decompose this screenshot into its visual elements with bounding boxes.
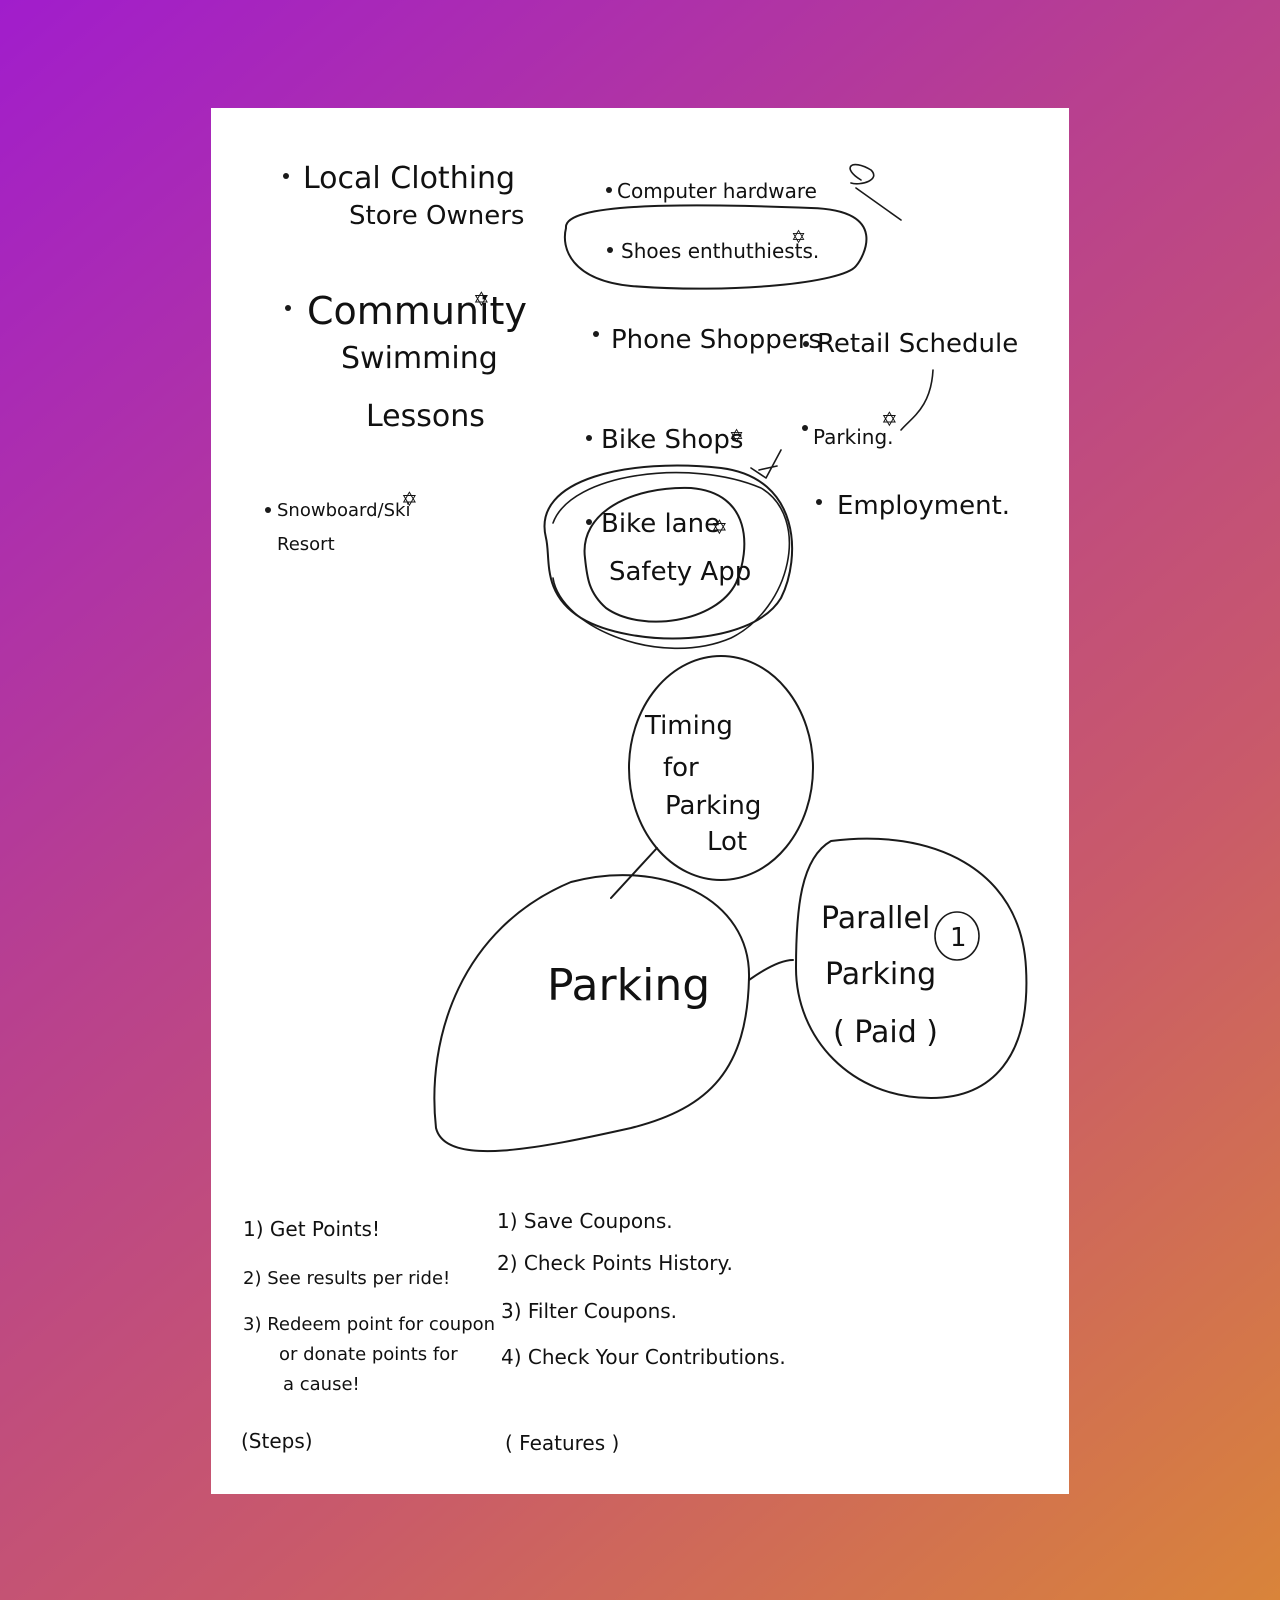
squiggle-mark-icon	[849, 163, 902, 221]
timing-node-circle	[628, 655, 814, 881]
bullet-dot	[265, 507, 271, 513]
idea-snowboard-line2: Resort	[277, 534, 335, 555]
idea-community-line2: Swimming	[341, 341, 498, 376]
whiteboard-sheet: Local Clothing Store Owners Community Sw…	[211, 108, 1069, 1494]
bullet-dot	[816, 499, 822, 505]
arrow-connector	[900, 369, 934, 431]
feature-item-2: 2) Check Points History.	[497, 1251, 733, 1275]
parking-center-node	[433, 874, 751, 1153]
star-mark-icon: ✡	[473, 287, 490, 311]
node-parallel-line1: Parallel	[821, 901, 930, 936]
idea-shoes: Shoes enthuthiests.	[621, 239, 819, 263]
idea-community-line3: Lessons	[366, 399, 485, 434]
priority-badge-number: 1	[950, 923, 967, 953]
link-parking-to-parallel	[748, 959, 794, 981]
step-item-3: 3) Redeem point for coupon	[243, 1314, 495, 1335]
node-timing-line1: Timing	[644, 711, 733, 741]
idea-parking: Parking.	[813, 425, 894, 449]
idea-local-clothing-line2: Store Owners	[349, 201, 524, 231]
bullet-dot	[586, 519, 592, 525]
bullet-dot	[607, 247, 613, 253]
idea-snowboard-line1: Snowboard/Ski	[277, 500, 410, 521]
node-timing-line2: for	[663, 753, 699, 783]
bike-lane-outer-circle	[543, 464, 794, 640]
bullet-dot	[803, 341, 809, 347]
bullet-dot	[586, 435, 592, 441]
idea-employment: Employment.	[837, 491, 1010, 521]
feature-item-3: 3) Filter Coupons.	[501, 1299, 677, 1323]
bullet-dot	[593, 331, 599, 337]
node-parking-center: Parking	[547, 960, 710, 1011]
idea-bike-lane-line2: Safety App	[609, 557, 751, 587]
steps-caption: (Steps)	[241, 1429, 313, 1453]
bullet-dot	[285, 305, 291, 311]
bullet-dot	[802, 425, 808, 431]
step-item-2: 2) See results per ride!	[243, 1268, 450, 1289]
bullet-dot	[283, 173, 289, 179]
star-mark-icon: ✡	[881, 407, 898, 431]
star-mark-icon: ✡	[729, 426, 744, 447]
idea-community-line1: Community	[307, 289, 527, 333]
parallel-node-circle	[795, 837, 1028, 1099]
star-mark-icon: ✡	[711, 515, 728, 539]
node-parallel-line3: ( Paid )	[833, 1015, 938, 1050]
bike-lane-inner-circle	[583, 486, 746, 623]
node-timing-line4: Lot	[707, 827, 747, 857]
bullet-dot	[606, 187, 612, 193]
check-mark-icon	[750, 449, 782, 479]
feature-item-1: 1) Save Coupons.	[497, 1209, 673, 1233]
idea-retail-schedule: Retail Schedule	[817, 329, 1018, 359]
idea-phone-shoppers: Phone Shoppers	[611, 325, 822, 355]
idea-computer-hardware: Computer hardware	[617, 179, 817, 203]
priority-badge-circle	[934, 911, 980, 961]
step-item-3-cont: or donate points for	[279, 1344, 458, 1365]
shoes-highlight-oval	[563, 204, 868, 290]
idea-local-clothing-line1: Local Clothing	[303, 161, 515, 196]
idea-bike-shops: Bike Shops	[601, 425, 743, 455]
node-timing-line3: Parking	[665, 791, 761, 821]
star-mark-icon: ✡	[791, 227, 806, 248]
star-mark-icon: ✡	[401, 487, 418, 511]
step-item-1: 1) Get Points!	[243, 1217, 380, 1241]
idea-bike-lane-line1: Bike lane	[601, 509, 720, 539]
feature-item-4: 4) Check Your Contributions.	[501, 1345, 786, 1369]
sketch-canvas: Local Clothing Store Owners Community Sw…	[241, 161, 1028, 1455]
bike-lane-outer-circle-2	[552, 471, 791, 650]
features-caption: ( Features )	[505, 1431, 619, 1455]
step-item-3-end: a cause!	[283, 1374, 360, 1395]
link-parking-to-timing	[610, 847, 658, 899]
node-parallel-line2: Parking	[825, 957, 936, 992]
